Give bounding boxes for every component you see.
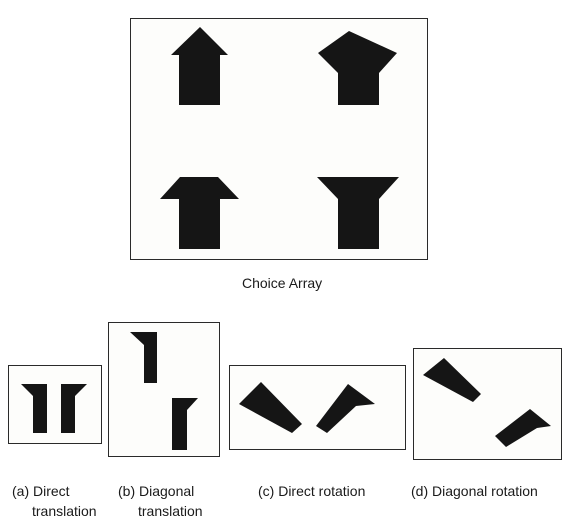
caption-diagonal-rotation: (d) Diagonal rotation	[411, 481, 538, 501]
choice-array-figure	[160, 27, 399, 249]
arrow-up-flat-head-icon	[160, 177, 239, 249]
direct-translation-figure	[21, 384, 87, 433]
t-shape-inverted-icon	[317, 177, 399, 249]
choice-array-label: Choice Array	[242, 275, 323, 291]
caption-line1: (a) Direct	[12, 483, 70, 499]
rotated-half-t-left-shape	[239, 382, 302, 433]
arrow-up-wide-head-icon	[318, 31, 397, 105]
caption-line2: translation	[32, 503, 97, 519]
rotated-half-t-right-shape	[495, 409, 551, 447]
half-t-left-shape	[130, 332, 157, 383]
panel-diagonal-translation	[108, 322, 220, 457]
rotated-half-t-right-shape	[316, 384, 375, 433]
half-t-right-shape	[172, 398, 198, 450]
diagonal-translation-figure	[130, 332, 198, 450]
half-t-right-shape	[61, 384, 87, 433]
caption-diagonal-translation: (b) Diagonal translation	[118, 481, 203, 521]
panel-diagonal-rotation	[413, 348, 562, 460]
diagonal-rotation-figure	[423, 358, 551, 447]
panel-direct-translation	[8, 365, 102, 444]
caption-line1: (b) Diagonal	[118, 483, 195, 499]
caption-direct-translation: (a) Direct translation	[12, 481, 97, 521]
caption-line1: (d) Diagonal rotation	[411, 483, 538, 499]
direct-rotation-figure	[239, 382, 375, 433]
panel-direct-rotation	[229, 365, 406, 450]
choice-array-panel	[130, 18, 428, 260]
caption-line2: translation	[138, 503, 203, 519]
rotated-half-t-left-shape	[423, 358, 481, 402]
caption-line1: (c) Direct rotation	[258, 483, 366, 499]
arrow-up-pointed-icon	[171, 27, 228, 105]
caption-direct-rotation: (c) Direct rotation	[258, 481, 365, 501]
half-t-left-shape	[21, 384, 47, 433]
